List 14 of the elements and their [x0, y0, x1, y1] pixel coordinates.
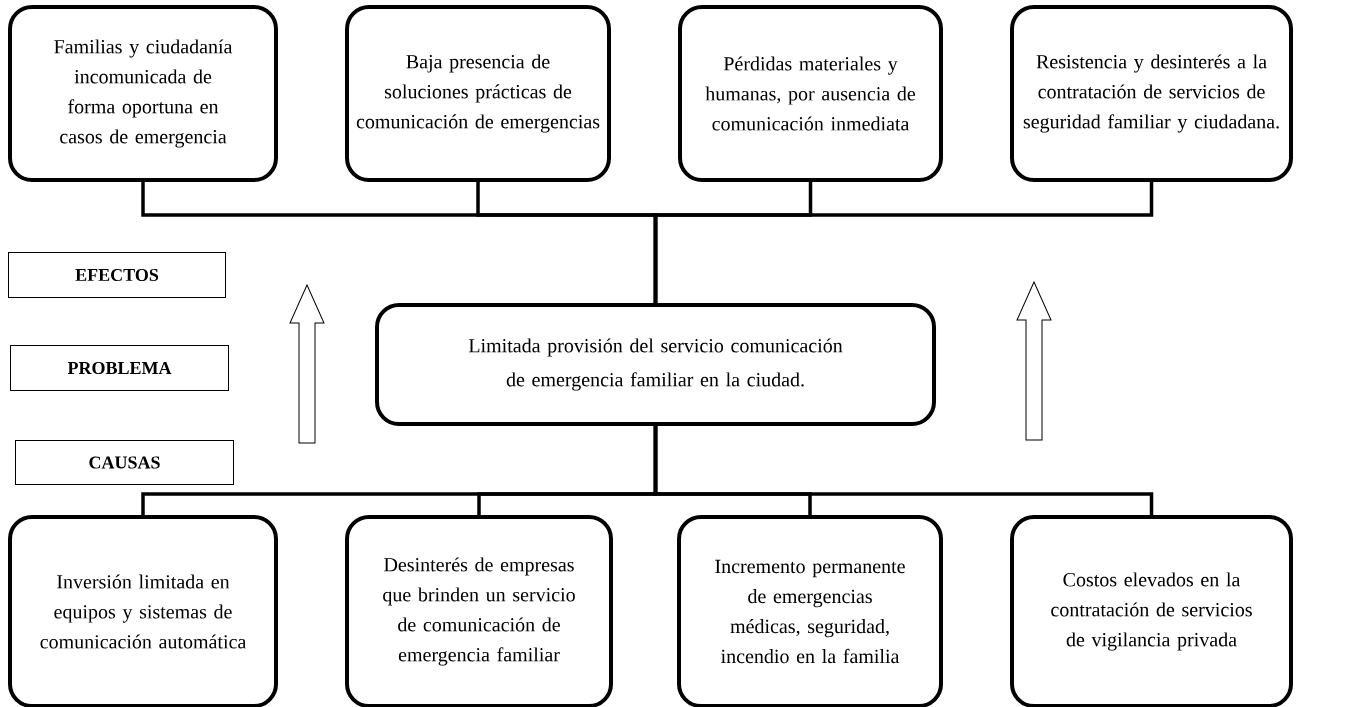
effect-box: Baja presencia de soluciones prácticas de comunicación de emergencias [345, 5, 611, 182]
section-label-box: EFECTOS [8, 252, 226, 298]
cause-box: Costos elevados en la contratación de servicios de vigilancia privada [1010, 515, 1293, 707]
connector [653, 426, 1154, 515]
cause-box: Desinterés de empresas que brinden un servicio de comunicación de emergencia familiar [345, 515, 613, 707]
cause-box: Inversión limitada en equipos y sistemas de comunicación automática [8, 515, 278, 707]
effect-box: Pérdidas materiales y humanas, por ausencia de comunicación inmediata [678, 5, 943, 182]
cause-box: Incremento permanente de emergencias médicas, seguridad, incendio en la familia [677, 515, 943, 707]
effect-box: Familias y ciudadanía incomunicada de forma oportuna en casos de emergencia [8, 5, 278, 182]
section-label-box: PROBLEMA [10, 345, 229, 391]
problem-box: Limitada provisión del servicio comunicación de emergencia familiar en la ciudad. [375, 303, 936, 426]
effect-box: Resistencia y desinterés a la contratación de servicios de seguridad familiar y ciudadana. [1010, 5, 1293, 182]
connector [653, 182, 1154, 303]
section-label-box: CAUSAS [15, 440, 234, 485]
